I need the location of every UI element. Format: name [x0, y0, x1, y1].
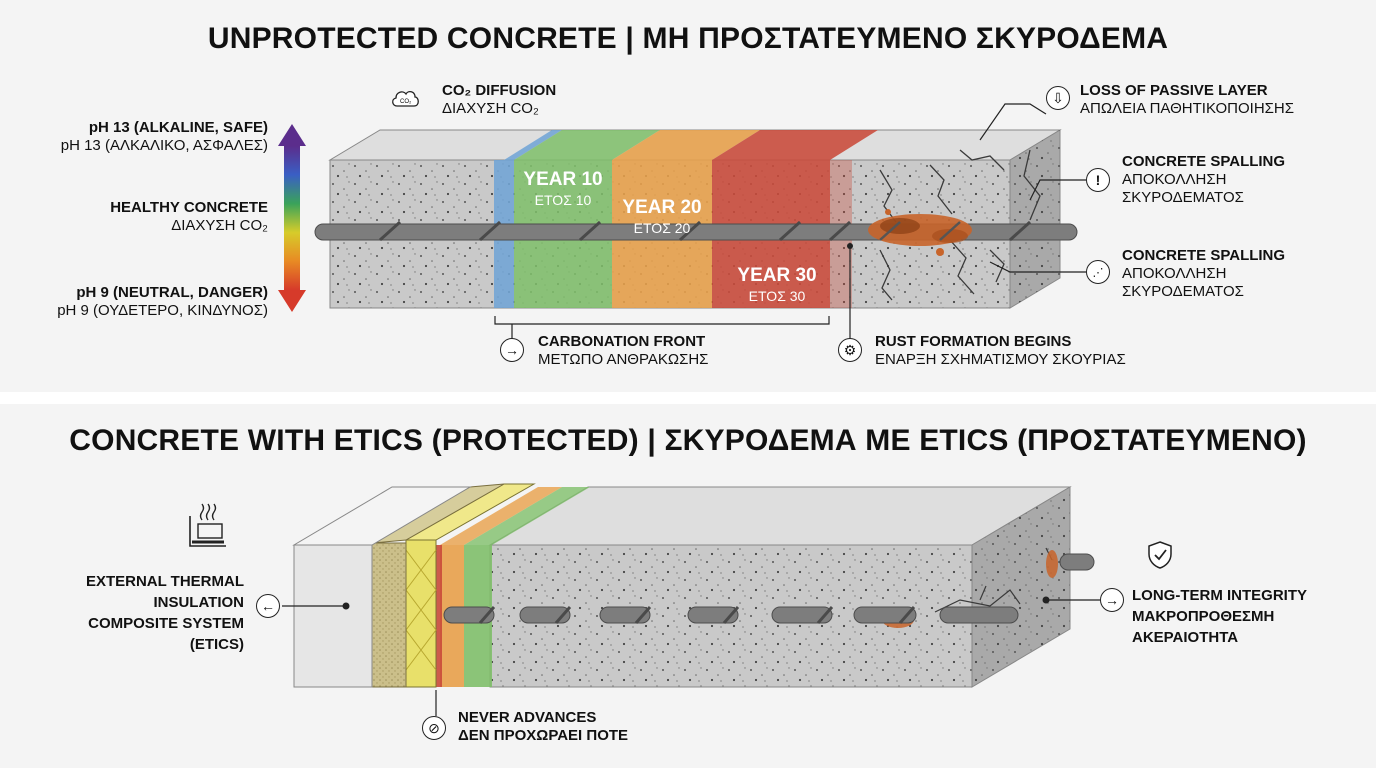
- arrow-left-circle-icon: ←: [256, 594, 280, 618]
- exclamation-circle-icon: !: [1086, 168, 1110, 192]
- top-rebar-ribs: [378, 220, 1032, 242]
- bottom-title: CONCRETE WITH ETICS (PROTECTED) | ΣΚΥΡΟΔ…: [69, 424, 1307, 457]
- heat-insulation-icon: [186, 502, 226, 548]
- bottom-block-top-face: [488, 486, 1072, 546]
- bottom-rebar: [443, 553, 1095, 624]
- panel-divider: [0, 392, 1376, 404]
- arrow-right-circle-icon: →: [1100, 588, 1124, 612]
- top-concrete-block: [314, 129, 1078, 309]
- no-entry-circle-icon: ⊘: [422, 716, 446, 740]
- top-leaders: [494, 103, 1086, 340]
- ph-scale-arrow-icon: [278, 124, 306, 312]
- arrow-right-circle-icon: →: [500, 338, 524, 362]
- bottom-band-red: [434, 545, 442, 687]
- svg-text:CO₂: CO₂: [400, 99, 412, 105]
- bottom-leaders: [282, 599, 1100, 716]
- down-arrow-circle-icon: ⇩: [1046, 86, 1070, 110]
- shield-check-icon: [1146, 540, 1174, 570]
- bottom-concrete-block: [292, 483, 1095, 688]
- etics-render-layer: [293, 544, 373, 688]
- ph-low-label: pH 9 (NEUTRAL, DANGER)pH 9 (ΟΥΔΕΤΕΡΟ, ΚΙ…: [57, 284, 268, 319]
- etics-foam-layer: [371, 542, 407, 688]
- etics-insulation-yellow: [405, 539, 437, 688]
- cloud-co2-icon: CO₂: [390, 86, 419, 110]
- spall-circle-icon: ⋰: [1086, 260, 1110, 284]
- gear-circle-icon: ⚙: [838, 338, 862, 362]
- top-title: UNPROTECTED CONCRETE | ΜΗ ΠΡΟΣΤΑΤΕΥΜΕΝΟ …: [207, 22, 1169, 55]
- ph-high-label: pH 13 (ALKALINE, SAFE)pH 13 (ΑΛΚΑΛΙΚΟ, Α…: [60, 119, 268, 154]
